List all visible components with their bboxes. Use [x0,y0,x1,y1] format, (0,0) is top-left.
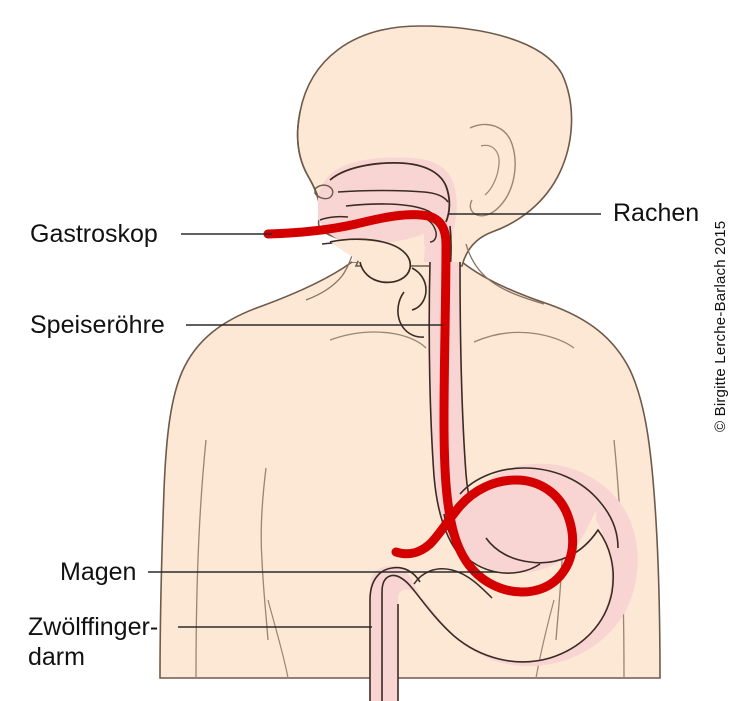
upper-lip-line [319,215,349,221]
clavicle-right-line [473,331,575,349]
esophagus-left-wall [428,261,463,559]
hard-palate-line [337,189,449,203]
ear-inner-line [480,144,500,196]
label-rachen: Rachen [613,199,700,227]
tongue-shape [329,238,412,284]
label-zwoelffingerdarm-line1: Zwölffinger- [28,613,159,641]
nostril-line [314,184,334,200]
nasal-pharynx-fill [318,157,457,262]
label-gastroskop: Gastroskop [30,220,158,248]
label-zwoelffingerdarm-line2: darm [28,643,85,671]
stomach-outer-outline [381,528,615,701]
pectoral-left-line [260,467,269,641]
arm-left-line [195,439,207,679]
flank-left-line [267,599,289,679]
endoscope-group [263,210,578,597]
clavicle-left-line [329,331,427,349]
label-magen: Magen [60,558,137,586]
duodenum-shape [369,566,421,601]
copyright-notice: © Birgitte Lerche-Barlach 2015 [712,220,729,432]
pylorus-outline [413,568,493,599]
nasal-cavity-outline [329,162,451,223]
leader-lines-group [148,213,601,628]
torso-shape [159,261,661,679]
endoscope-tube [263,210,578,597]
neck-back-line [465,243,545,305]
stomach-fundus-outline [459,467,619,549]
flank-right-line [535,599,555,679]
ear-shape [469,123,516,217]
larynx-line [397,291,425,338]
label-speiseroehre: Speiseröhre [30,311,165,339]
epiglottis-line [411,267,427,311]
